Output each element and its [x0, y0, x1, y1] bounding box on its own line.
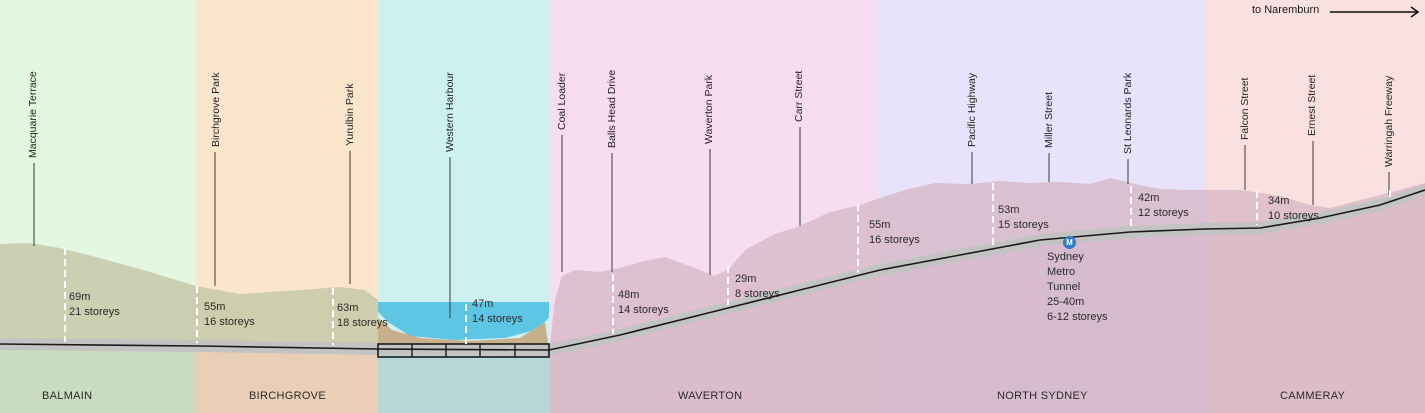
tunnel-alignment	[0, 184, 1425, 358]
zone-lower-band	[196, 346, 378, 413]
metro-icon: M	[1063, 236, 1076, 249]
direction-label: to Naremburn	[1252, 4, 1320, 16]
landmark-macquarie-terrace: Macquarie Terrace	[27, 71, 39, 158]
landmark-pacific-highway: Pacific Highway	[966, 72, 978, 147]
landmark-leaders	[33, 127, 1390, 318]
arrow-head	[1410, 6, 1420, 18]
immersed-tube	[377, 343, 550, 358]
zone-lower-band	[378, 349, 549, 413]
ground-west	[0, 243, 378, 346]
depth-markers	[64, 183, 1391, 347]
zone-label-cammeray: CAMMERAY	[1280, 390, 1346, 402]
landmark-yurulbin-park: Yurulbin Park	[344, 83, 356, 146]
landmark-warringah-freeway: Warringah Freeway	[1383, 75, 1395, 167]
landmark-balls-head-drive: Balls Head Drive	[606, 69, 618, 148]
landmark-coal-loader: Coal Loader	[556, 72, 568, 130]
tunnel-line	[0, 189, 1425, 351]
landmark-western-harbour: Western Harbour	[444, 72, 456, 152]
zone-label-north-sydney: NORTH SYDNEY	[997, 390, 1088, 402]
landmark-waverton-park: Waverton Park	[703, 74, 715, 144]
landmark-falcon-street: Falcon Street	[1239, 77, 1251, 140]
direction-arrow	[1330, 6, 1420, 18]
metro-label: Sydney Metro Tunnel 25-40m 6-12 storeys	[1047, 251, 1108, 323]
ground-east	[549, 178, 1425, 413]
ground-profile	[0, 178, 1425, 413]
seabed	[378, 318, 549, 350]
landmark-carr-street: Carr Street	[793, 70, 805, 122]
zone-label-birchgrove: BIRCHGROVE	[249, 390, 326, 402]
zone-label-balmain: BALMAIN	[42, 390, 93, 402]
water-body	[378, 302, 549, 340]
landmark-birchgrove-park: Birchgrove Park	[210, 72, 222, 147]
harbour-water	[378, 302, 549, 350]
zone-label-waverton: WAVERTON	[678, 390, 743, 402]
landmark-miller-street: Miller Street	[1043, 91, 1055, 148]
zone-lower-band	[0, 344, 196, 413]
landmark-ernest-street: Ernest Street	[1306, 74, 1318, 136]
landmark-st-leonards-park: St Leonards Park	[1122, 72, 1134, 154]
